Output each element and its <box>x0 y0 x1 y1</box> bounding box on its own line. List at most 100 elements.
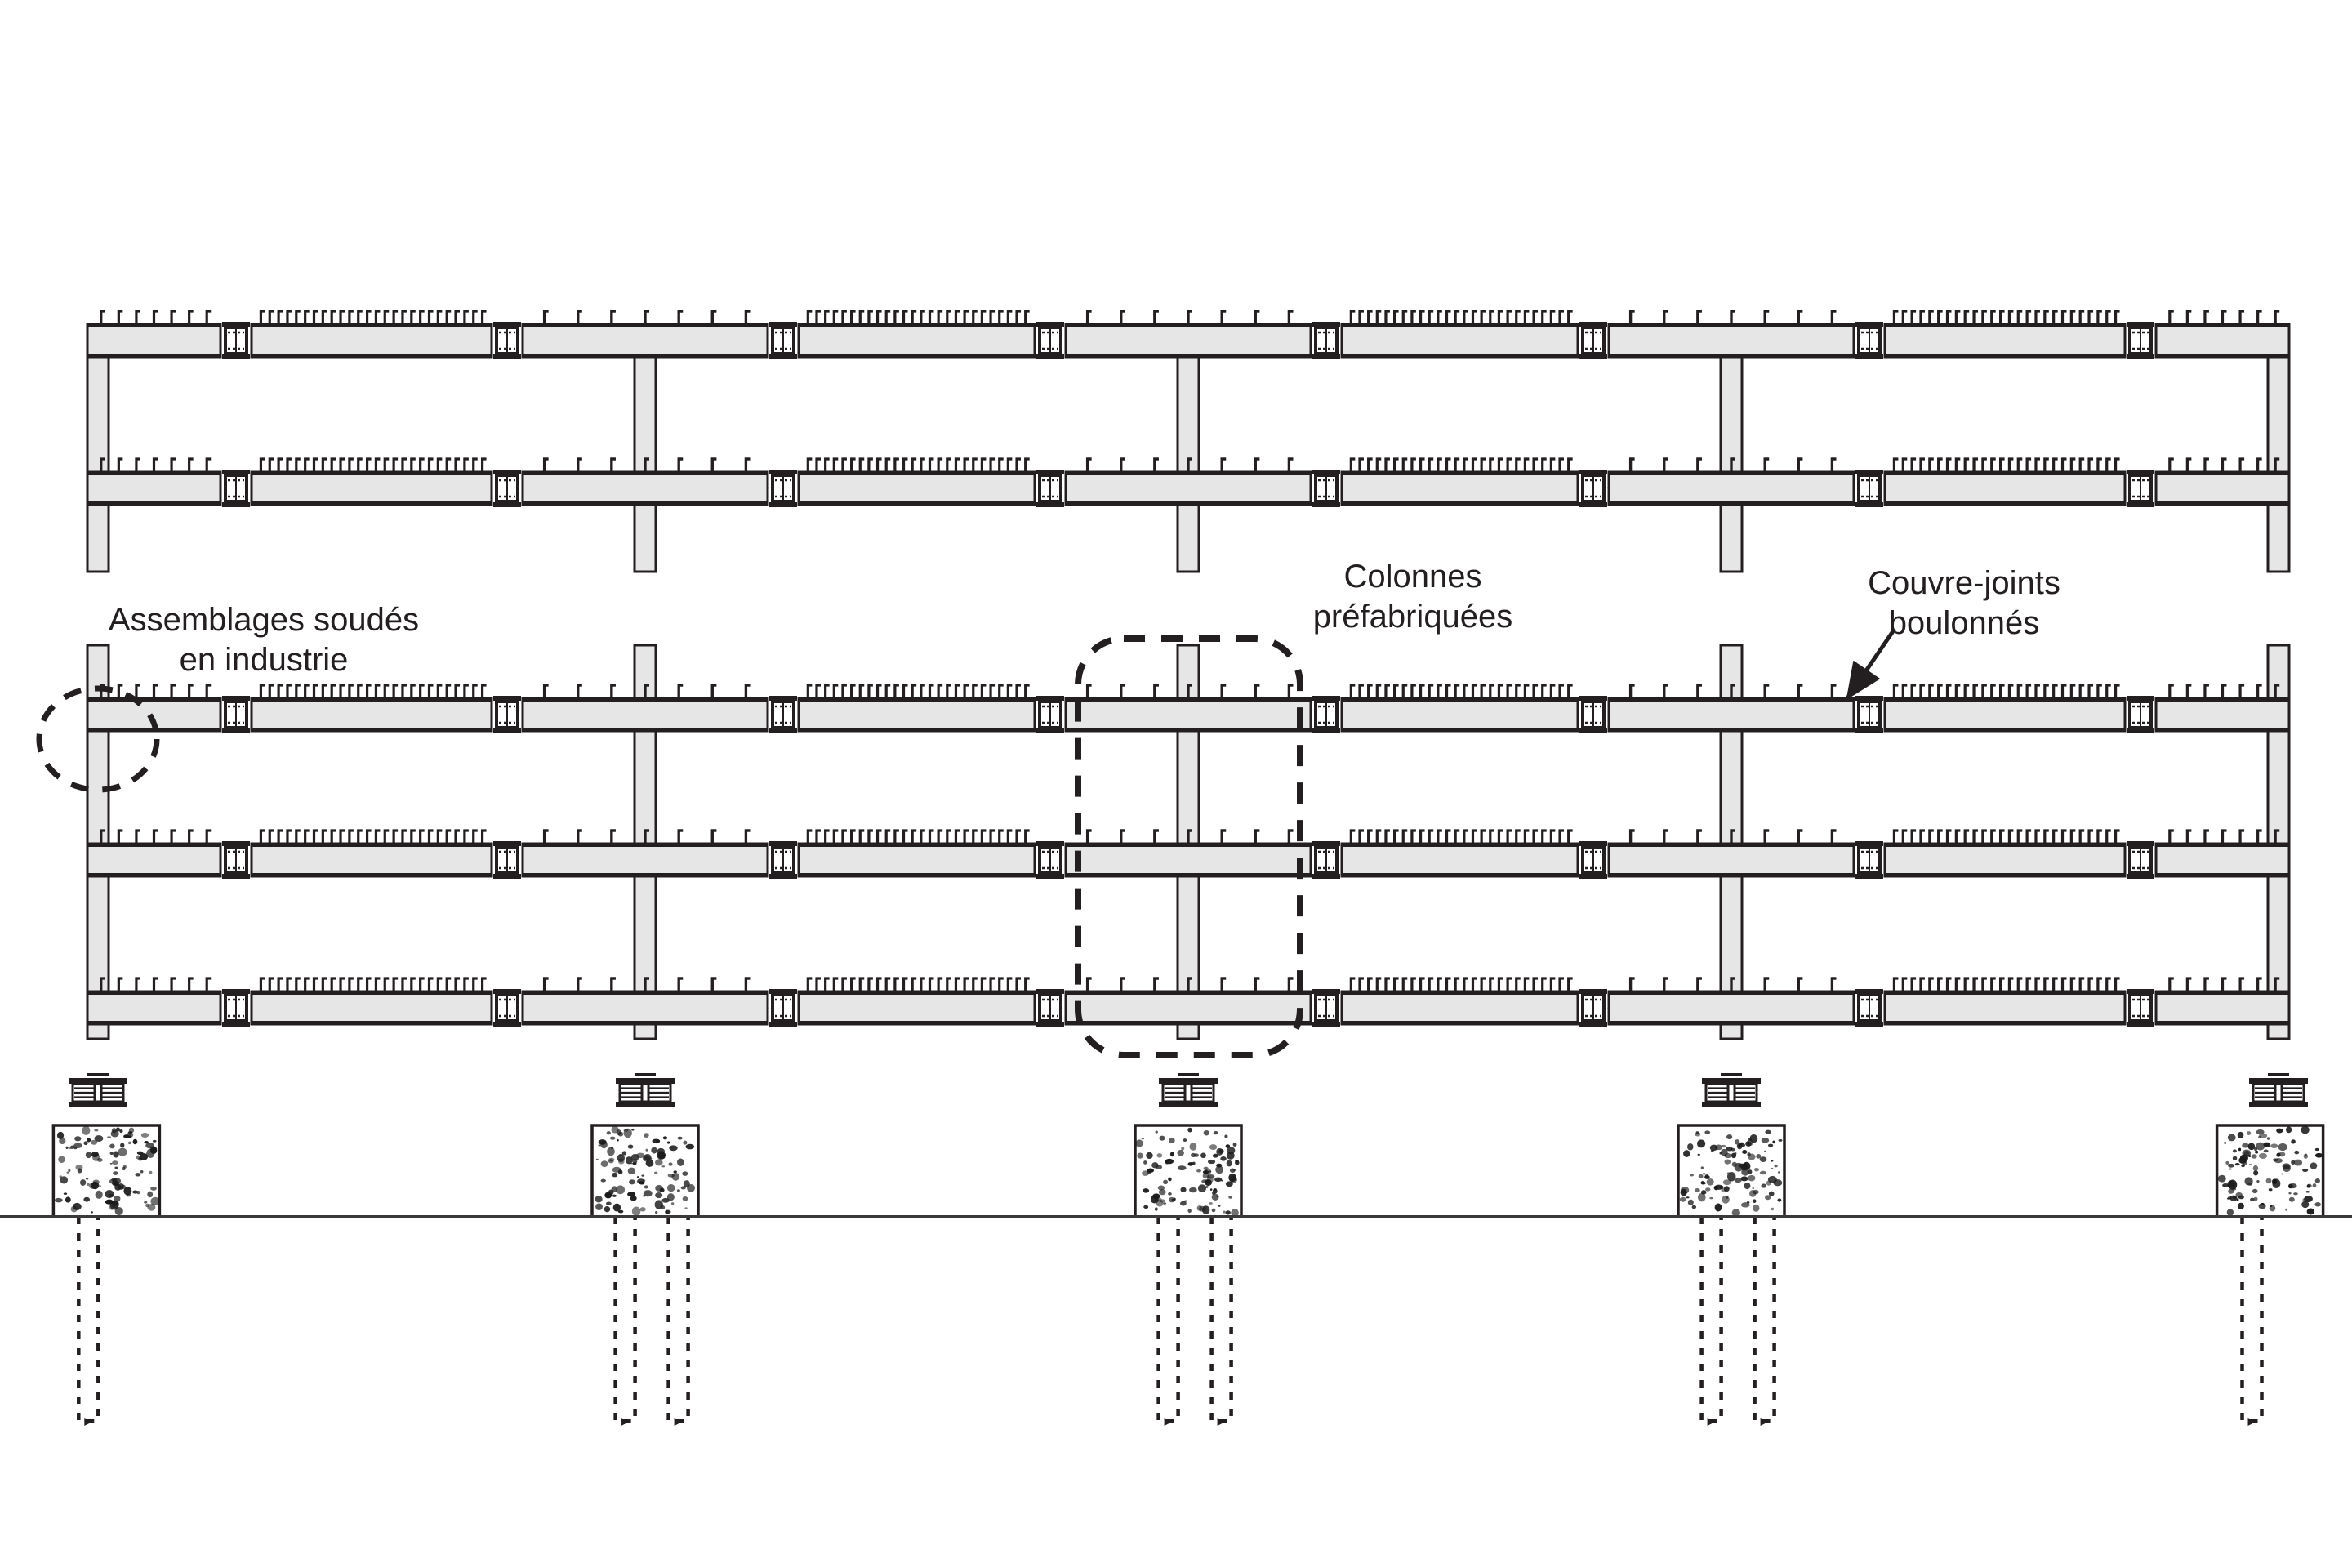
shear-stud <box>1410 829 1416 844</box>
shear-stud <box>2105 684 2111 698</box>
shear-stud <box>1015 977 1022 991</box>
aggregate-speck <box>2252 1165 2259 1172</box>
shear-stud <box>1384 684 1390 698</box>
shear-stud-row <box>542 310 751 324</box>
shear-stud <box>1945 310 1952 324</box>
aggregate-speck <box>1212 1153 1218 1158</box>
pile-outline <box>1209 1217 1233 1423</box>
aggregate-speck <box>609 1136 616 1140</box>
aggregate-speck <box>2270 1143 2278 1148</box>
shear-stud <box>1187 684 1192 698</box>
aggregate-speck <box>654 1200 663 1209</box>
column-baseplate-3 <box>1159 1073 1218 1107</box>
shear-stud <box>1928 829 1934 844</box>
shear-stud <box>1910 684 1917 698</box>
shear-stud <box>1401 829 1408 844</box>
aggregate-speck <box>604 1192 612 1199</box>
splice-top-flange <box>222 989 250 994</box>
shear-stud-row <box>100 457 212 472</box>
aggregate-speck <box>1700 1190 1707 1195</box>
aggregate-speck <box>625 1156 633 1165</box>
shear-stud <box>1892 684 1899 698</box>
aggregate-speck <box>135 1173 141 1177</box>
shear-stud <box>867 310 873 324</box>
shear-stud <box>1990 310 1996 324</box>
shear-stud <box>1006 829 1013 844</box>
shear-stud <box>188 457 194 472</box>
splice-bottom-flange <box>769 502 797 507</box>
shear-stud <box>1471 684 1477 698</box>
shear-stud <box>339 829 345 844</box>
aggregate-speck <box>2285 1208 2287 1211</box>
splice-bottom-flange <box>1312 354 1340 359</box>
shear-stud <box>312 684 318 698</box>
splice-bottom-flange <box>769 728 797 733</box>
shear-stud <box>1972 457 1979 472</box>
shear-stud <box>963 684 969 698</box>
shear-stud <box>1963 829 1970 844</box>
aggregate-speck <box>1197 1184 1207 1192</box>
shear-stud-row <box>806 310 1030 324</box>
beam-web <box>1340 697 1579 733</box>
shear-stud <box>928 310 934 324</box>
shear-stud <box>348 977 354 991</box>
aggregate-speck <box>59 1132 61 1135</box>
shear-stud <box>1463 310 1468 324</box>
aggregate-speck <box>85 1178 89 1180</box>
shear-stud <box>436 977 443 991</box>
shear-stud <box>1919 310 1925 324</box>
shear-stud <box>2274 457 2280 472</box>
aggregate-speck <box>114 1183 122 1191</box>
shear-stud <box>2078 684 2085 698</box>
beam-stub-right <box>521 829 769 878</box>
baseplate-center-web <box>93 1082 103 1103</box>
bolted-splice-plate <box>769 322 797 359</box>
aggregate-speck <box>73 1202 82 1210</box>
shear-stud <box>2052 457 2058 472</box>
shear-stud <box>1015 684 1022 698</box>
aggregate-speck <box>127 1141 131 1145</box>
aggregate-speck <box>1226 1160 1232 1167</box>
shear-stud <box>644 684 649 698</box>
beam-web <box>86 470 222 506</box>
baseplate-center-web <box>1726 1082 1736 1103</box>
shear-stud <box>998 829 1004 844</box>
annotation-precast-columns: Colonnes préfabriquées <box>1312 559 1513 635</box>
shear-stud <box>454 684 461 698</box>
shear-stud <box>480 829 487 844</box>
shear-stud <box>321 684 327 698</box>
shear-stud-row <box>1892 684 2120 698</box>
bolted-splice-plate <box>493 696 521 733</box>
shear-stud <box>1153 977 1159 991</box>
shear-stud <box>1523 310 1530 324</box>
concrete-pedestal-2 <box>590 1124 700 1218</box>
shear-stud-row <box>1349 310 1573 324</box>
aggregate-speck <box>1209 1202 1213 1205</box>
aggregate-speck <box>1171 1198 1174 1201</box>
aggregate-speck <box>2238 1147 2242 1152</box>
aggregate-speck <box>145 1143 154 1149</box>
shear-stud <box>972 977 978 991</box>
aggregate-speck <box>1143 1188 1150 1193</box>
shear-stud <box>1506 977 1512 991</box>
aggregate-speck <box>598 1144 601 1147</box>
shear-stud <box>2016 977 2023 991</box>
shear-stud <box>454 310 461 324</box>
shear-stud <box>2185 977 2192 991</box>
aggregate-speck <box>1143 1205 1149 1209</box>
shear-stud <box>1919 684 1925 698</box>
aggregate-speck <box>655 1184 663 1192</box>
bolted-splice-plate <box>2127 322 2154 359</box>
aggregate-speck <box>2222 1183 2230 1187</box>
aggregate-speck <box>1731 1209 1741 1217</box>
shear-stud <box>205 684 212 698</box>
shear-stud <box>401 684 407 698</box>
pile-tip-marker <box>84 1418 93 1426</box>
aggregate-speck <box>2227 1180 2234 1188</box>
aggregate-speck <box>2234 1162 2240 1166</box>
shear-stud <box>1375 310 1382 324</box>
shear-stud-row <box>1085 310 1294 324</box>
shear-stud <box>2274 310 2280 324</box>
aggregate-speck <box>1726 1134 1733 1140</box>
shear-stud <box>1153 310 1159 324</box>
